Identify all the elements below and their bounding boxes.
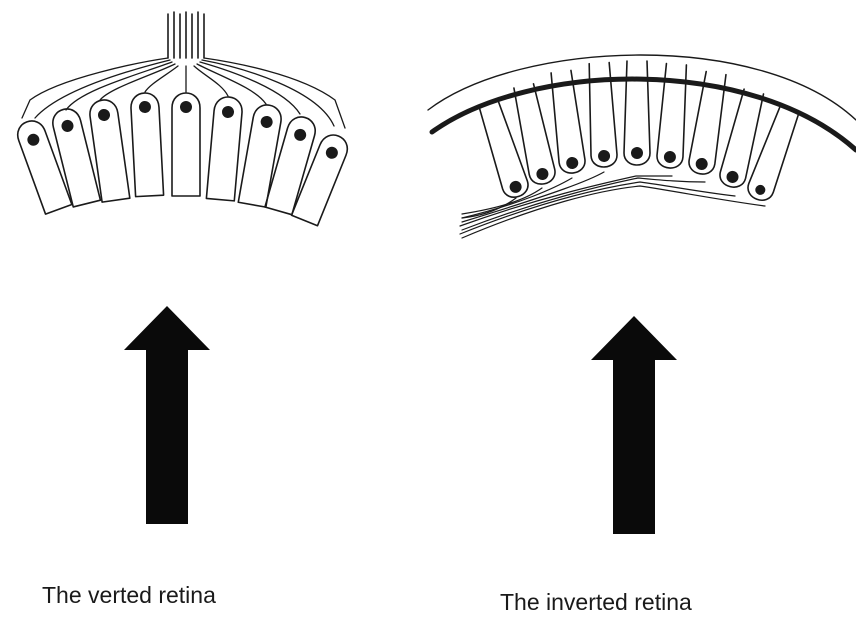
photoreceptor-cells [14,92,352,225]
inverted-retina-illustration [428,55,856,238]
caption-verted-retina: The verted retina [42,584,216,607]
optic-nerve-bundle [168,12,204,58]
caption-inverted-retina: The inverted retina [500,591,692,614]
verted-retina-illustration [14,12,352,226]
nerve-fibers [460,172,765,238]
light-arrow-right [591,316,677,534]
light-arrow-left [124,306,210,524]
